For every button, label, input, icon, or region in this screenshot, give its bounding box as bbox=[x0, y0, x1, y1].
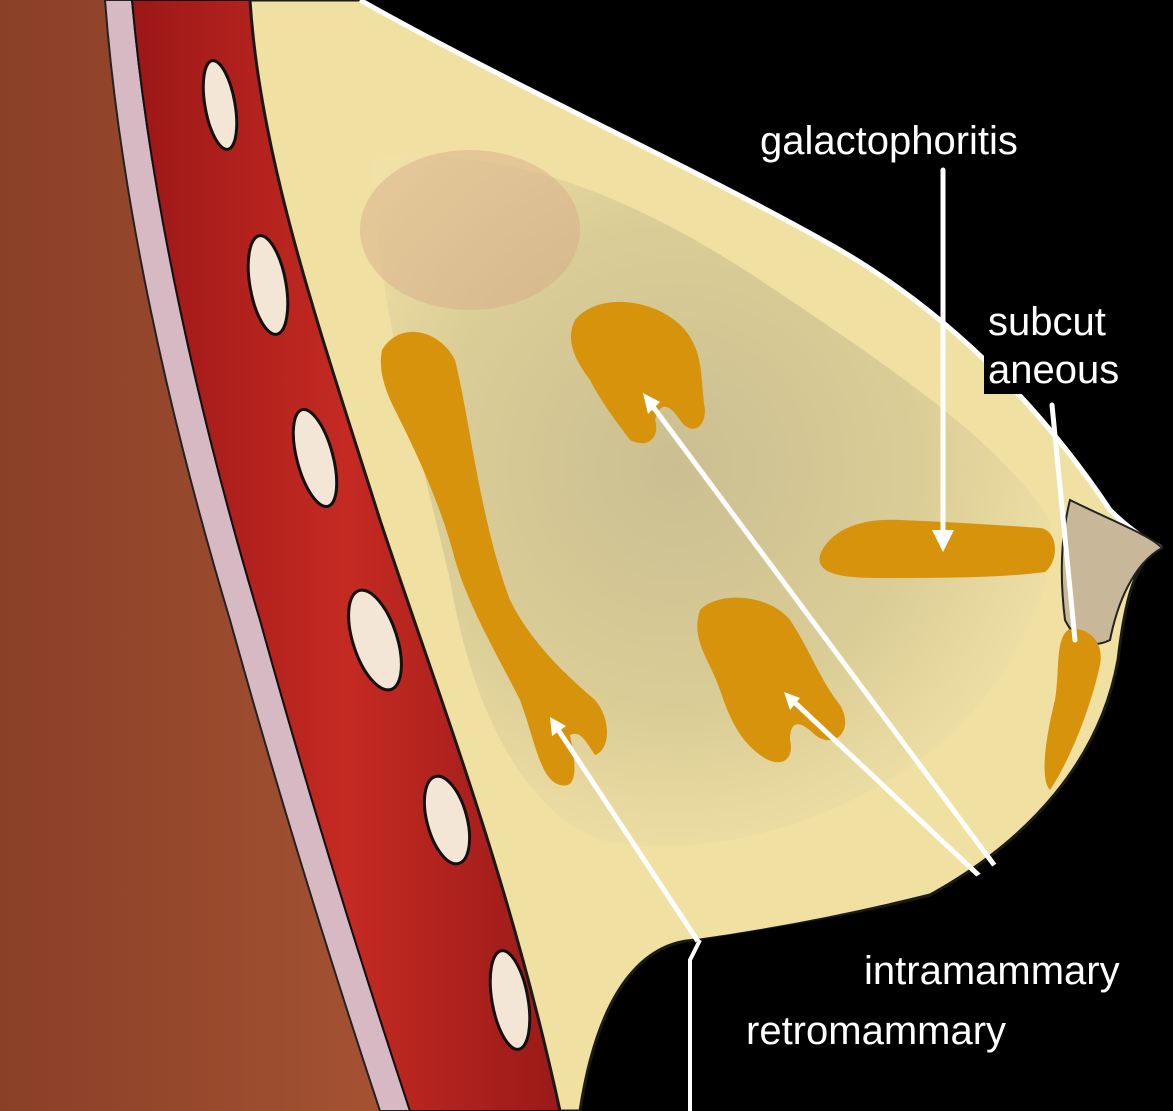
label-subcutaneous-line1: subcut bbox=[988, 298, 1119, 346]
label-galactophoritis-text: galactophoritis bbox=[760, 119, 1018, 163]
label-subcutaneous-line2: aneous bbox=[988, 346, 1119, 394]
label-galactophoritis: galactophoritis bbox=[756, 118, 1022, 164]
label-intramammary-text: intramammary bbox=[864, 949, 1120, 993]
label-retromammary-text: retromammary bbox=[746, 1009, 1006, 1053]
gland-tint bbox=[360, 150, 580, 310]
galactophoritis-abscess bbox=[819, 520, 1055, 578]
label-subcutaneous: subcut aneous bbox=[984, 298, 1123, 394]
label-intramammary: intramammary bbox=[860, 948, 1130, 994]
label-retromammary: retromammary bbox=[742, 1008, 1036, 1054]
